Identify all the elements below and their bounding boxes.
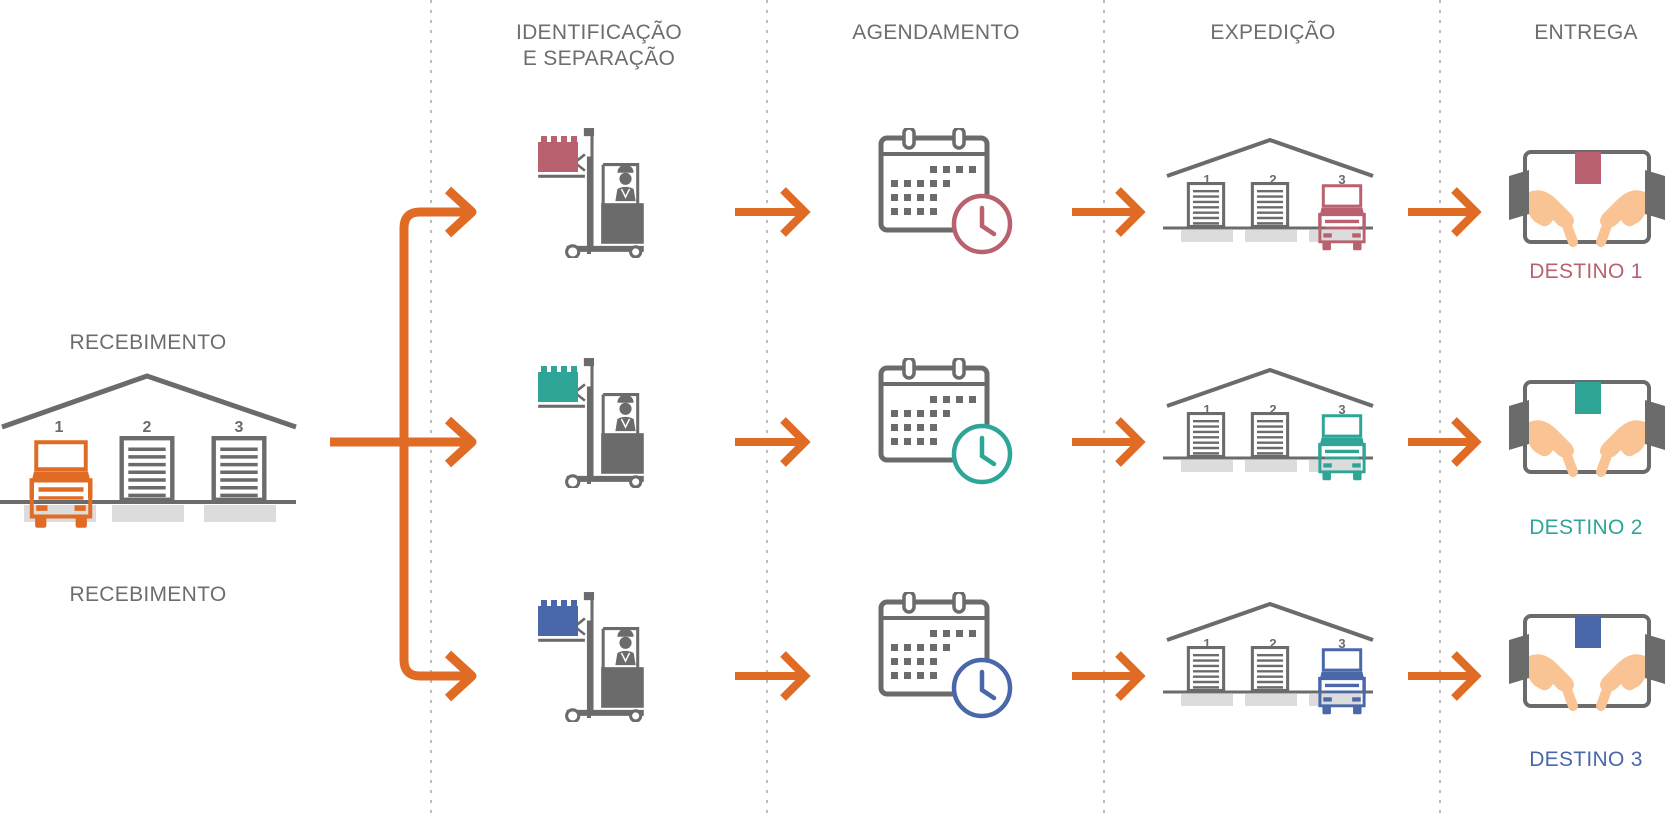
destination-label-3: DESTINO 3 <box>1529 748 1643 771</box>
forklift-icon <box>538 592 644 722</box>
dock-number-1: 1 <box>1203 402 1210 417</box>
flow-arrows <box>735 651 1482 701</box>
arrowhead-row-3 <box>444 650 477 702</box>
calendar-clock-icon <box>881 592 1013 719</box>
arrowhead-row-2 <box>444 416 477 468</box>
stage-label-identificacao-line2: E SEPARAÇÃO <box>522 47 676 70</box>
pallet-load <box>538 600 578 636</box>
truck-icon <box>1316 184 1368 252</box>
destination-row-1: 1 2 3 <box>538 128 1665 258</box>
stage-label-agendamento: AGENDAMENTO <box>852 21 1020 44</box>
dock-number-3: 3 <box>1338 402 1345 417</box>
calendar-clock-icon <box>881 128 1013 255</box>
stage-label-entrega: ENTREGA <box>1534 21 1638 44</box>
flow-arrow-3 <box>1408 417 1482 467</box>
flow-arrows <box>735 417 1482 467</box>
pallet-load <box>538 366 578 402</box>
stage-label-recebimento-bottom: RECEBIMENTO <box>69 583 227 606</box>
arrowhead-row-1 <box>444 186 477 238</box>
dock-number-2: 2 <box>143 419 152 436</box>
branch-line <box>399 207 470 681</box>
flow-arrow-2 <box>1072 187 1146 237</box>
stage-label-recebimento-top: RECEBIMENTO <box>69 331 227 354</box>
destination-row-2: 1 2 3 <box>538 358 1665 488</box>
forklift-icon <box>538 358 644 488</box>
dock-number-1: 1 <box>1203 172 1210 187</box>
truck-icon <box>1316 648 1368 716</box>
dock-number-1: 1 <box>55 419 64 436</box>
forklift-icon <box>538 128 644 258</box>
hands-package-icon <box>1509 382 1665 472</box>
package-box <box>1575 382 1601 414</box>
dock-number-3: 3 <box>1338 172 1345 187</box>
truck-icon <box>30 442 93 528</box>
stage-label-expedicao: EXPEDIÇÃO <box>1210 21 1336 44</box>
hands-package-icon <box>1509 152 1665 242</box>
stage-label-identificacao-line1: IDENTIFICAÇÃO <box>515 21 683 44</box>
flow-arrow-1 <box>735 651 811 701</box>
flow-arrow-1 <box>735 417 811 467</box>
dock-number-1: 1 <box>1203 636 1210 651</box>
flow-arrow-2 <box>1072 651 1146 701</box>
truck-icon <box>1316 414 1368 482</box>
destination-label-1: DESTINO 1 <box>1529 260 1643 283</box>
flow-arrow-3 <box>1408 187 1482 237</box>
warehouse-icon: 1 2 3 <box>1163 140 1373 252</box>
dock-number-3: 3 <box>1338 636 1345 651</box>
package-box <box>1575 616 1601 648</box>
destination-label-2: DESTINO 2 <box>1529 516 1643 539</box>
flow-arrow-1 <box>735 187 811 237</box>
dock-number-2: 2 <box>1269 402 1276 417</box>
package-box <box>1575 152 1601 184</box>
destination-rows: 1 2 3 1 2 3 1 2 3 <box>538 128 1665 722</box>
dock-number-3: 3 <box>235 419 244 436</box>
flow-arrow-3 <box>1408 651 1482 701</box>
flow-arrows <box>735 187 1482 237</box>
dock-number-2: 2 <box>1269 172 1276 187</box>
hands-package-icon <box>1509 616 1665 706</box>
stage-label-identificacao: IDENTIFICAÇÃO E SEPARAÇÃO <box>516 20 682 72</box>
receiving-warehouse-icon: 1 2 3 <box>0 373 297 528</box>
warehouse-icon: 1 2 3 <box>1163 604 1373 716</box>
pallet-load <box>538 136 578 172</box>
calendar-clock-icon <box>881 358 1013 485</box>
branch-arrows <box>330 186 477 702</box>
destination-row-3: 1 2 3 <box>538 592 1665 722</box>
warehouse-icon: 1 2 3 <box>1163 370 1373 482</box>
dock-number-2: 2 <box>1269 636 1276 651</box>
flow-arrow-2 <box>1072 417 1146 467</box>
